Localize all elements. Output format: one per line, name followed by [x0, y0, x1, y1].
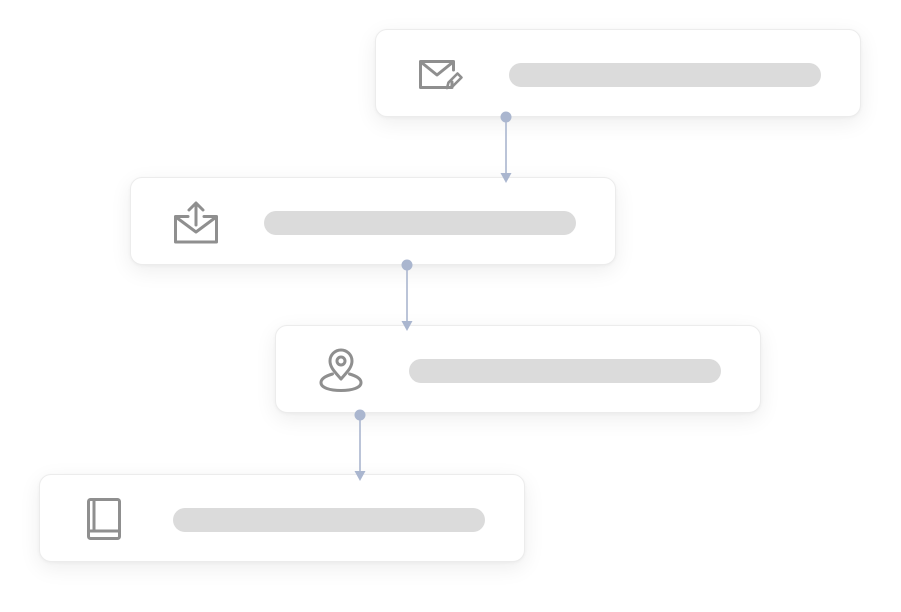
text-placeholder-bar: [264, 211, 576, 235]
connector-1-to-2: [500, 111, 512, 183]
connector-3-to-4: [354, 409, 366, 481]
connector-2-to-3: [401, 259, 413, 331]
step-card-4: [39, 474, 525, 562]
book-icon: [82, 497, 128, 541]
location-pin-icon: [318, 348, 364, 392]
step-card-2: [130, 177, 616, 265]
text-placeholder-bar: [173, 508, 485, 532]
mail-edit-icon: [418, 52, 464, 96]
step-card-1: [375, 29, 861, 117]
text-placeholder-bar: [409, 359, 721, 383]
step-card-3: [275, 325, 761, 413]
text-placeholder-bar: [509, 63, 821, 87]
mail-send-icon: [173, 200, 219, 244]
